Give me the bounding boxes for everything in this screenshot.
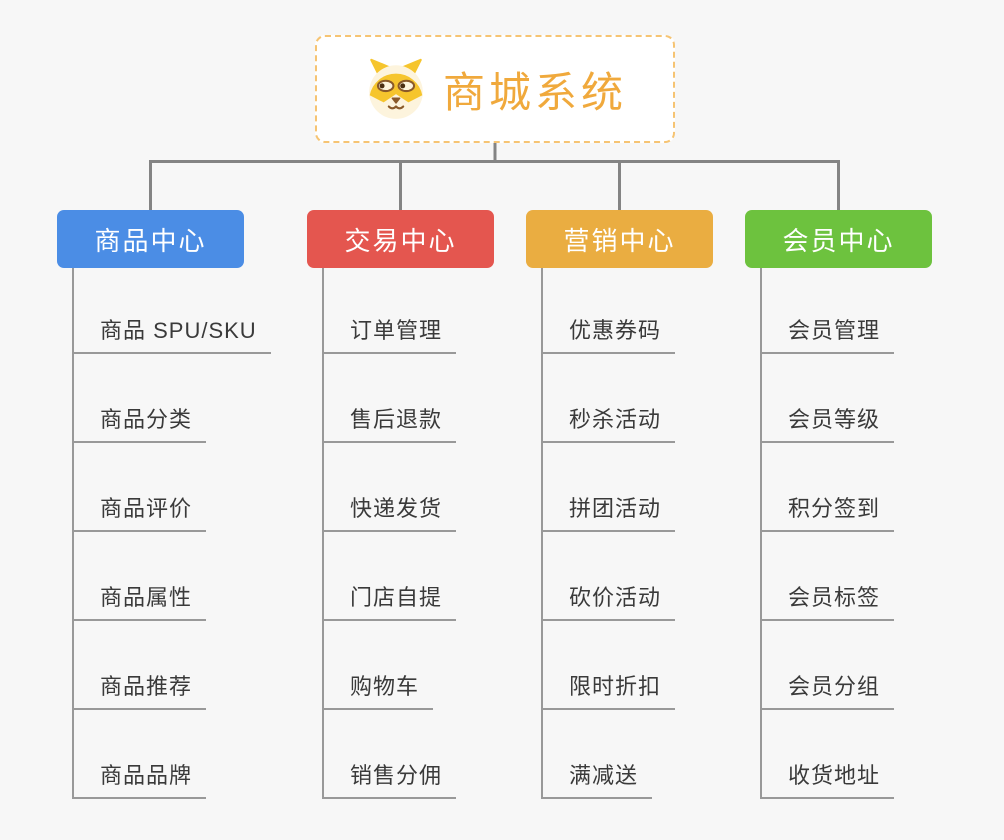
leaf-node[interactable]: 砍价活动 xyxy=(541,580,676,621)
leaf-node[interactable]: 商品推荐 xyxy=(72,669,207,710)
leaf-node[interactable]: 售后退款 xyxy=(322,402,457,443)
branch-node-product-center[interactable]: 商品中心 xyxy=(57,210,244,268)
root-title: 商城系统 xyxy=(442,68,627,116)
leaf-list-marketing: 优惠券码 秒杀活动 拼团活动 砍价活动 限时折扣 满减送 xyxy=(526,268,713,799)
leaf-list-product: 商品 SPU/SKU 商品分类 商品评价 商品属性 商品推荐 商品品牌 xyxy=(57,268,271,799)
leaf-node[interactable]: 订单管理 xyxy=(322,313,457,354)
leaf-node[interactable]: 会员分组 xyxy=(760,669,895,710)
branch-column-marketing: 营销中心 优惠券码 秒杀活动 拼团活动 砍价活动 限时折扣 满减送 xyxy=(526,210,713,799)
leaf-node[interactable]: 收货地址 xyxy=(760,758,895,799)
leaf-node[interactable]: 优惠券码 xyxy=(541,313,676,354)
leaf-node[interactable]: 积分签到 xyxy=(760,491,895,532)
leaf-node[interactable]: 秒杀活动 xyxy=(541,402,676,443)
leaf-node[interactable]: 会员标签 xyxy=(760,580,895,621)
leaf-node[interactable]: 商品分类 xyxy=(72,402,207,443)
branch-trunk-line xyxy=(72,268,74,799)
branch-column-product: 商品中心 商品 SPU/SKU 商品分类 商品评价 商品属性 商品推荐 商品品牌 xyxy=(57,210,271,799)
leaf-node[interactable]: 购物车 xyxy=(322,669,434,710)
leaf-node[interactable]: 销售分佣 xyxy=(322,758,457,799)
leaf-node[interactable]: 限时折扣 xyxy=(541,669,676,710)
branch-node-trade-center[interactable]: 交易中心 xyxy=(307,210,494,268)
leaf-node[interactable]: 快递发货 xyxy=(322,491,457,532)
leaf-node[interactable]: 商品属性 xyxy=(72,580,207,621)
leaf-list-trade: 订单管理 售后退款 快递发货 门店自提 购物车 销售分佣 xyxy=(307,268,494,799)
leaf-node[interactable]: 商品 SPU/SKU xyxy=(72,313,271,354)
leaf-node[interactable]: 门店自提 xyxy=(322,580,457,621)
branch-column-trade: 交易中心 订单管理 售后退款 快递发货 门店自提 购物车 销售分佣 xyxy=(307,210,494,799)
shiba-dog-icon xyxy=(369,58,423,119)
branch-trunk-line xyxy=(541,268,543,799)
leaf-list-member: 会员管理 会员等级 积分签到 会员标签 会员分组 收货地址 xyxy=(745,268,932,799)
branch-node-marketing-center[interactable]: 营销中心 xyxy=(526,210,713,268)
leaf-node[interactable]: 满减送 xyxy=(541,758,653,799)
root-node-mall-system[interactable]: 商城系统 xyxy=(315,35,675,143)
leaf-node[interactable]: 商品评价 xyxy=(72,491,207,532)
leaf-node[interactable]: 会员管理 xyxy=(760,313,895,354)
branch-column-member: 会员中心 会员管理 会员等级 积分签到 会员标签 会员分组 收货地址 xyxy=(745,210,932,799)
branch-trunk-line xyxy=(760,268,762,799)
branch-node-member-center[interactable]: 会员中心 xyxy=(745,210,932,268)
branch-trunk-line xyxy=(322,268,324,799)
leaf-node[interactable]: 会员等级 xyxy=(760,402,895,443)
leaf-node[interactable]: 拼团活动 xyxy=(541,491,676,532)
leaf-node[interactable]: 商品品牌 xyxy=(72,758,207,799)
